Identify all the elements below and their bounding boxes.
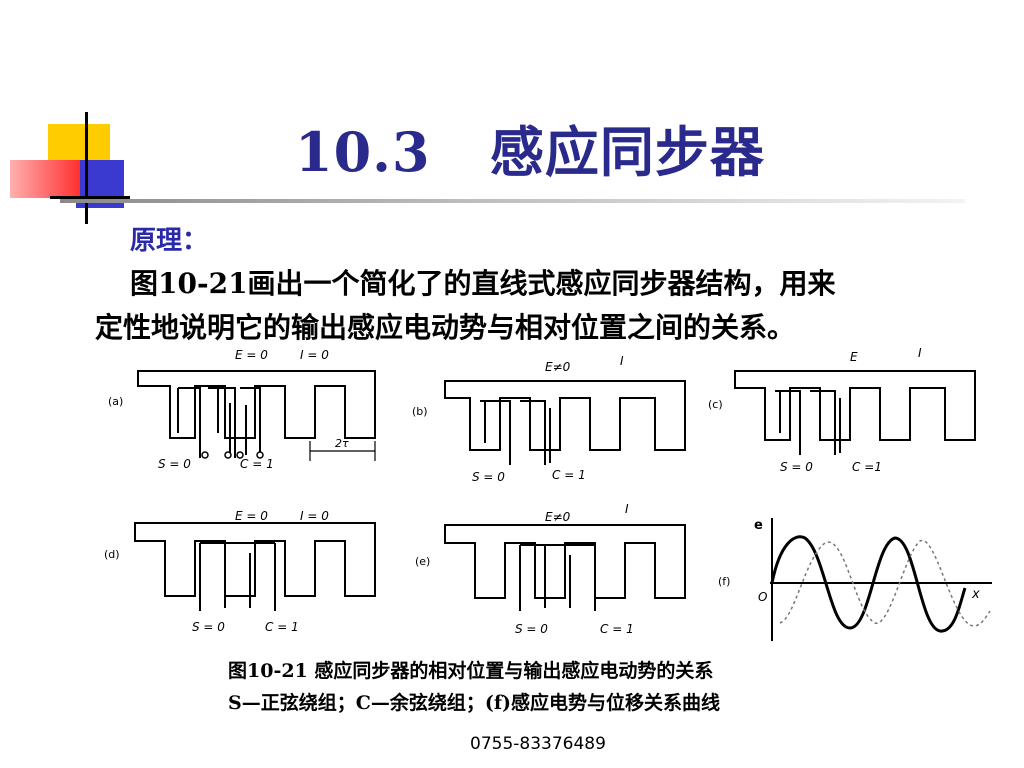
panel-f-x-label: x bbox=[971, 587, 980, 602]
figure-caption-line-2: S—正弦绕组；C—余弦绕组；(f)感应电势与位移关系曲线 bbox=[228, 692, 720, 714]
slide-title: 10.3 感应同步器 bbox=[295, 120, 765, 184]
panel-b-bottom-left: S = 0 bbox=[472, 470, 505, 484]
panel-a bbox=[137, 370, 376, 461]
panel-d-bottom-right: C = 1 bbox=[265, 620, 299, 634]
panel-f-curve-solid bbox=[770, 535, 967, 633]
panel-b-label: (b) bbox=[412, 405, 428, 418]
panel-a-label: (a) bbox=[108, 395, 123, 408]
panel-b-top-right: I bbox=[620, 354, 624, 368]
figure-10-21: (a) E = 0 I = 0 S = 0 C = 1 2τ (b) E≠0 I… bbox=[104, 346, 992, 641]
paragraph-line-2: 定性地说明它的输出感应电动势与相对位置之间的关系。 bbox=[95, 311, 796, 344]
panel-a-bottom-left: S = 0 bbox=[158, 457, 191, 471]
title-divider bbox=[60, 199, 965, 203]
panel-a-top-left: E = 0 bbox=[235, 348, 268, 362]
panel-a-dimension: 2τ bbox=[335, 437, 349, 450]
panel-e-bottom-right: C = 1 bbox=[600, 622, 634, 636]
panel-b bbox=[444, 380, 686, 465]
panel-e-label: (e) bbox=[415, 555, 430, 568]
panel-e-bottom-left: S = 0 bbox=[515, 622, 548, 636]
panel-c-top-left: E bbox=[850, 350, 858, 364]
panel-a-top-right: I = 0 bbox=[300, 348, 329, 362]
panel-b-bottom-right: C = 1 bbox=[552, 468, 586, 482]
panel-a-bottom-right: C = 1 bbox=[240, 457, 274, 471]
panel-c-bottom-right: C =1 bbox=[852, 460, 882, 474]
panel-d-label: (d) bbox=[104, 548, 120, 561]
decor-vertical-line bbox=[85, 112, 88, 224]
figure-caption-line-1: 图10-21 感应同步器的相对位置与输出感应电动势的关系 bbox=[228, 660, 714, 682]
panel-c-label: (c) bbox=[708, 398, 723, 411]
panel-e bbox=[444, 524, 686, 611]
panel-d-top-left: E = 0 bbox=[235, 509, 268, 523]
panel-f-label: (f) bbox=[718, 575, 730, 588]
panel-f-origin: O bbox=[758, 590, 767, 604]
paragraph-line-1: 图10-21画出一个简化了的直线式感应同步器结构，用来 bbox=[130, 267, 836, 300]
panel-c-bottom-left: S = 0 bbox=[780, 460, 813, 474]
footer-phone: 0755-83376489 bbox=[470, 734, 606, 754]
panel-e-top-left: E≠0 bbox=[545, 510, 571, 524]
panel-e-top-right: I bbox=[625, 502, 629, 516]
principle-label: 原理： bbox=[130, 226, 209, 256]
panel-d-bottom-left: S = 0 bbox=[192, 620, 225, 634]
decor-red-square bbox=[10, 160, 80, 198]
panel-b-top-left: E≠0 bbox=[545, 360, 571, 374]
decor-horizontal-line bbox=[50, 196, 130, 199]
panel-c bbox=[734, 370, 976, 455]
panel-d-top-right: I = 0 bbox=[300, 509, 329, 523]
panel-c-top-right: I bbox=[918, 346, 922, 360]
panel-d bbox=[134, 522, 376, 611]
panel-f-y-label: e bbox=[754, 518, 763, 533]
